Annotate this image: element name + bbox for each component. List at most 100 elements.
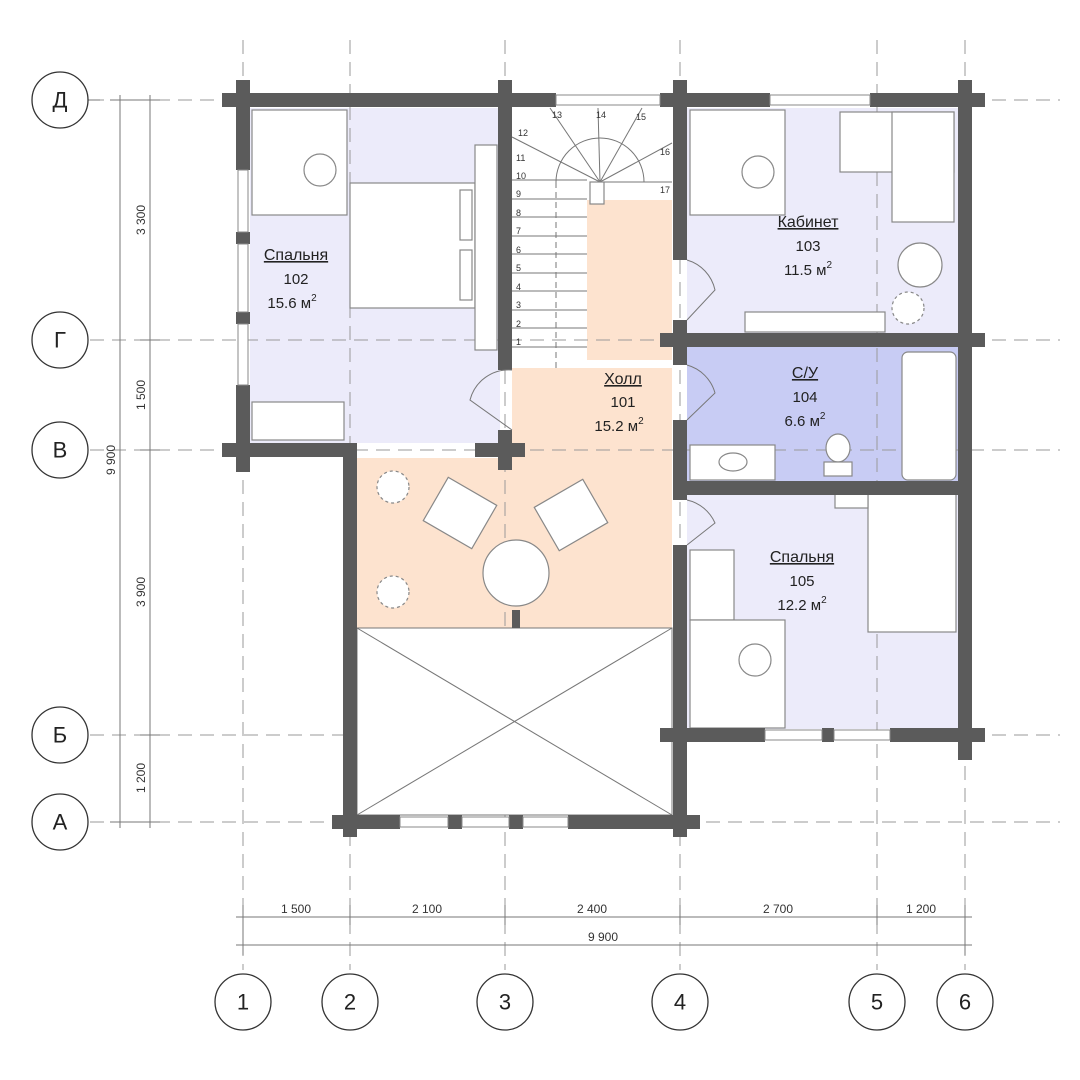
column-axis-bubbles: 1 2 3 4 5 6 — [214, 973, 994, 1031]
plan-label: 17 — [660, 185, 670, 195]
plan-rect — [673, 545, 687, 837]
plan-rect — [891, 111, 955, 223]
plan-label: 4 — [674, 990, 686, 1015]
plan-rect — [399, 816, 449, 828]
plan-label: Спальня — [264, 247, 328, 264]
plan-circle — [321, 973, 379, 1031]
furniture — [251, 109, 957, 729]
plan-rect — [237, 243, 249, 313]
plan-label: 11 — [516, 153, 525, 163]
plan-label: 9 — [516, 189, 521, 199]
wardrobe-102 — [251, 401, 345, 441]
plan-circle — [738, 643, 772, 677]
plan-circle — [31, 311, 89, 369]
plan-label: Г — [54, 328, 66, 353]
plan-label: 2 — [821, 595, 827, 606]
plan-rect — [870, 93, 985, 107]
plan-label: 9 900 — [104, 445, 118, 475]
armchair-2 — [533, 478, 609, 552]
plan-rect — [459, 189, 473, 241]
plan-label: 1 500 — [134, 380, 148, 410]
plan-label: 7 — [516, 226, 521, 236]
plan-rect — [673, 80, 687, 260]
bed-102 — [349, 182, 476, 309]
staircase: 1 2 3 4 5 6 7 8 9 10 11 12 13 14 15 16 1… — [511, 107, 673, 370]
plan-label: Б — [53, 723, 67, 748]
plan-line — [549, 107, 601, 183]
plan-rect — [673, 420, 687, 500]
plan-label: 5 — [871, 990, 883, 1015]
plan-label: 1 200 — [134, 763, 148, 793]
plan-path — [686, 499, 716, 546]
plan-label: Д — [53, 88, 68, 113]
plan-label: 3 900 — [134, 577, 148, 607]
plan-label: 6.6 м2 — [785, 411, 826, 430]
plan-rect — [236, 80, 250, 170]
plan-label: 2 700 — [763, 902, 793, 916]
plan-rect — [237, 323, 249, 386]
plan-ellipse — [718, 452, 748, 472]
plan-circle — [476, 973, 534, 1031]
plan-label: 2 100 — [412, 902, 442, 916]
plan-rect — [459, 249, 473, 301]
plan-label: 16 — [660, 147, 670, 157]
plan-label: 14 — [596, 110, 606, 120]
plan-rect — [236, 232, 250, 244]
horizontal-dimensions: 1 500 2 100 2 400 2 700 1 200 9 900 — [236, 902, 972, 955]
plan-circle — [303, 153, 337, 187]
plan-rect — [568, 815, 700, 829]
plan-label: 1 500 — [281, 902, 311, 916]
plan-label: 6 — [516, 245, 521, 255]
plan-path — [686, 364, 716, 421]
plan-label: 1 — [237, 990, 249, 1015]
plan-label: А — [53, 810, 68, 835]
plan-rect — [222, 443, 352, 457]
plan-rect — [587, 200, 672, 360]
room-label-104: С/У 104 6.6 м2 — [785, 365, 826, 430]
plan-label: 1 200 — [906, 902, 936, 916]
plan-rect — [236, 385, 250, 472]
plan-line — [511, 136, 601, 183]
plan-label: 104 — [792, 389, 817, 406]
plan-rect — [764, 729, 823, 741]
plan-label: 105 — [789, 573, 814, 590]
plan-line — [356, 627, 673, 816]
plan-rect — [512, 610, 520, 628]
plan-label: 2 400 — [577, 902, 607, 916]
plan-rect — [958, 80, 972, 760]
plan-label: 2 — [516, 319, 521, 329]
plan-rect — [509, 815, 523, 829]
plan-rect — [236, 312, 250, 324]
plan-rect — [744, 311, 886, 333]
plan-label: 3 300 — [134, 205, 148, 235]
plan-circle — [214, 973, 272, 1031]
armchair-1 — [422, 476, 498, 550]
plan-rect — [461, 816, 510, 828]
plan-label: 2 — [827, 260, 833, 271]
wardrobe-105 — [689, 549, 735, 621]
plan-line — [599, 142, 673, 183]
vertical-dimensions: 3 300 1 500 3 900 1 200 9 900 — [104, 95, 160, 828]
plan-circle — [31, 793, 89, 851]
plan-rect — [890, 728, 985, 742]
plan-line — [599, 107, 643, 183]
plan-rect — [769, 94, 871, 106]
plan-rect — [823, 461, 853, 477]
plan-label: 102 — [283, 271, 308, 288]
plan-label: 13 — [552, 110, 562, 120]
toilet — [825, 433, 851, 463]
table-103 — [897, 242, 943, 288]
plan-circle — [651, 973, 709, 1031]
plan-label: 9 900 — [588, 930, 618, 944]
plan-rect — [833, 729, 891, 741]
plan-rect — [522, 816, 569, 828]
plan-label: 6 — [959, 990, 971, 1015]
plan-path — [686, 259, 716, 321]
plan-label: 6.6 м — [785, 413, 820, 430]
bathtub — [901, 351, 957, 481]
plan-rect — [332, 815, 400, 829]
plan-rect — [822, 728, 834, 742]
plan-rect — [660, 333, 985, 347]
plan-label: В — [53, 438, 68, 463]
plan-label: 103 — [795, 238, 820, 255]
